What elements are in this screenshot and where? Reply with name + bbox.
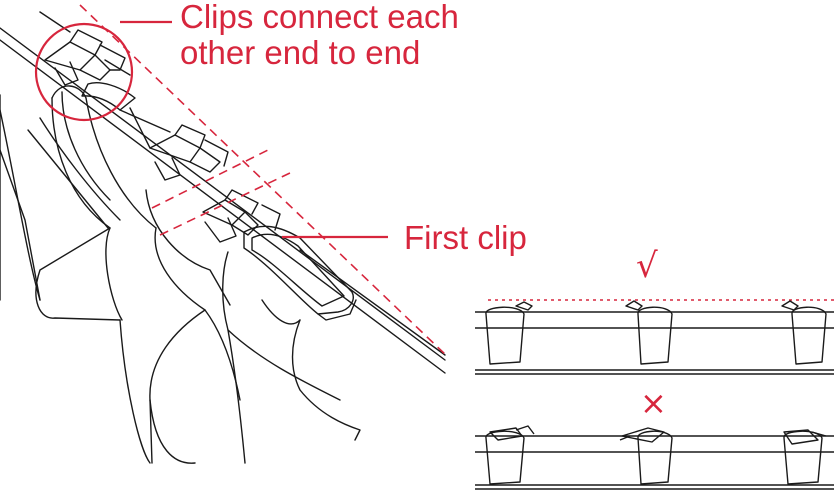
cross-mark-icon: ×: [640, 384, 667, 422]
callout-clips-connect-line2: other end to end: [180, 34, 420, 72]
clip-boundary-dash-2: [160, 172, 292, 235]
clip-middle: [120, 108, 228, 180]
check-mark-icon: √: [636, 246, 658, 286]
callout-clips-connect-line1: Clips connect each: [180, 0, 459, 36]
incorrect-rod-panel: [475, 426, 834, 489]
callout-first-clip: First clip: [404, 219, 527, 257]
correct-rod-panel: [475, 300, 834, 374]
curtain-fabric: [0, 86, 360, 463]
